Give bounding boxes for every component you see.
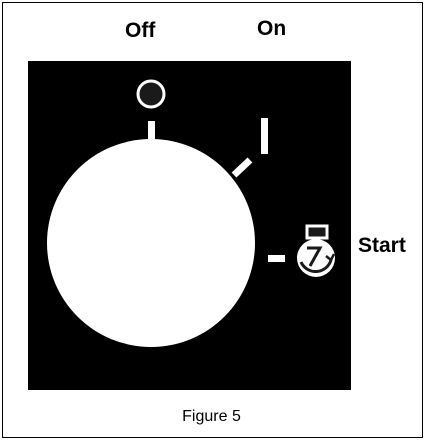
on-tick-mark <box>231 157 253 178</box>
on-label: On <box>257 17 287 40</box>
start-tick-mark <box>268 255 285 262</box>
line-icon <box>261 118 268 154</box>
figure-caption: Figure 5 <box>182 408 241 425</box>
off-tick-mark <box>148 121 155 139</box>
dial-knob[interactable] <box>47 139 255 347</box>
timer-icon <box>297 224 336 277</box>
off-label: Off <box>125 19 156 42</box>
circle-icon <box>136 79 166 109</box>
start-label: Start <box>358 234 406 257</box>
